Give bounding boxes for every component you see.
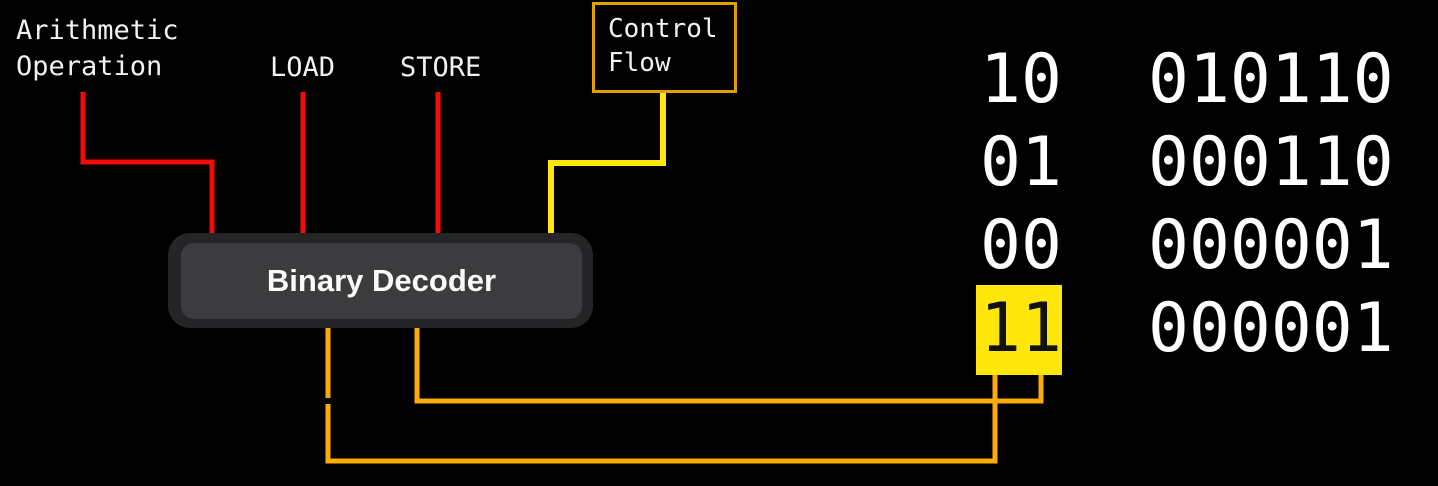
table-row: 10 010110 bbox=[980, 38, 1394, 121]
operand-value: 000001 bbox=[1148, 289, 1394, 368]
opcode-value: 01 bbox=[980, 123, 1062, 202]
operand-value: 010110 bbox=[1148, 40, 1394, 119]
arithmetic-operation-label: Arithmetic Operation bbox=[16, 15, 179, 82]
operand-value: 000001 bbox=[1148, 206, 1394, 285]
table-row: 01 000110 bbox=[980, 121, 1394, 204]
control-flow-label: Control Flow bbox=[608, 14, 718, 78]
control-flow-box: Control Flow bbox=[592, 2, 737, 93]
opcode-table: 10 010110 01 000110 00 000001 11 000001 bbox=[980, 38, 1394, 370]
load-label: LOAD bbox=[270, 52, 336, 83]
operand-value: 000110 bbox=[1148, 123, 1394, 202]
table-row: 00 000001 bbox=[980, 204, 1394, 287]
opcode-value-highlighted: 11 bbox=[980, 289, 1062, 368]
control-flow-wire bbox=[548, 93, 666, 236]
store-label: STORE bbox=[400, 52, 482, 83]
opcode-highlight-box bbox=[976, 285, 1062, 375]
decoder-output-wire-left-lower bbox=[325, 374, 998, 464]
arithmetic-wire bbox=[80, 92, 215, 236]
opcode-value: 00 bbox=[980, 206, 1062, 285]
binary-decoder-inner: Binary Decoder bbox=[181, 243, 582, 319]
opcode-value: 10 bbox=[980, 40, 1062, 119]
decoder-output-wire-right bbox=[414, 328, 1044, 404]
binary-decoder-label: Binary Decoder bbox=[266, 263, 497, 298]
table-row-highlighted: 11 000001 bbox=[980, 287, 1394, 370]
binary-decoder-box: Binary Decoder bbox=[168, 233, 593, 328]
